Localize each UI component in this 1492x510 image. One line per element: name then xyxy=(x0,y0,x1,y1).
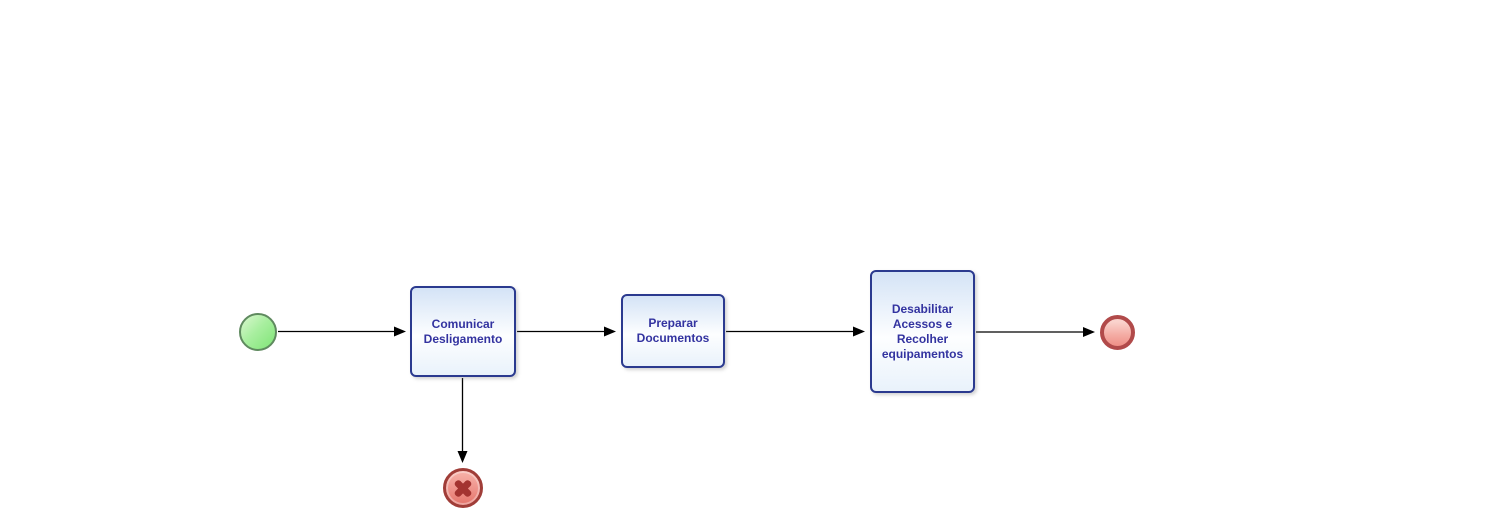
task-comunicar-desligamento[interactable]: Comunicar Desligamento xyxy=(410,286,516,377)
task-label: Comunicar Desligamento xyxy=(423,316,503,346)
end-event[interactable] xyxy=(1100,315,1135,350)
start-event[interactable] xyxy=(239,313,277,351)
x-cross-icon xyxy=(452,477,474,499)
task-label: Desabilitar Acessos e Recolher equipamen… xyxy=(881,301,964,361)
cancel-end-event[interactable] xyxy=(443,468,483,508)
task-label: Preparar Documentos xyxy=(636,316,710,345)
task-preparar-documentos[interactable]: Preparar Documentos xyxy=(621,294,725,368)
task-desabilitar-acessos[interactable]: Desabilitar Acessos e Recolher equipamen… xyxy=(870,270,975,393)
